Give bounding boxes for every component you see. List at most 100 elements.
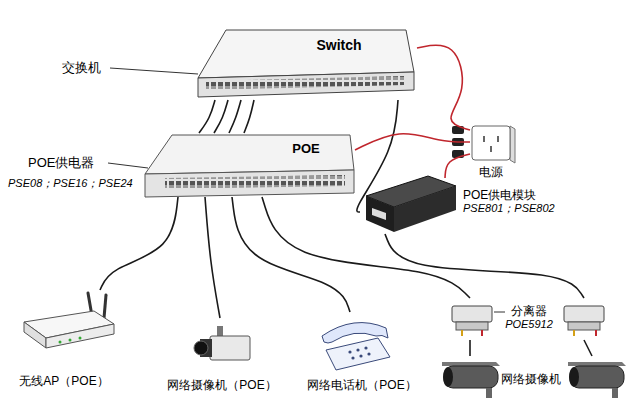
antenna xyxy=(104,295,106,318)
camera-body xyxy=(570,366,624,388)
device-name: 分离器 xyxy=(505,304,553,318)
camera-lens xyxy=(443,367,453,387)
outlet-side xyxy=(510,126,515,163)
device-label: 交换机 xyxy=(62,60,101,76)
camera-body xyxy=(210,336,250,360)
network-cable xyxy=(214,100,228,133)
phone-key xyxy=(364,346,367,349)
network-cable xyxy=(199,100,215,133)
phone-key xyxy=(367,352,370,355)
leader-line xyxy=(110,68,198,74)
ap-light xyxy=(69,339,72,342)
splitter-wire xyxy=(573,330,575,336)
splitter-wire xyxy=(481,330,483,336)
device-name: 电源 xyxy=(479,165,503,179)
device-name: Switch xyxy=(316,37,361,54)
splitter-terminal xyxy=(456,322,488,330)
device-name: 无线AP（POE） xyxy=(19,374,108,388)
camera-body xyxy=(444,366,498,388)
ap-light xyxy=(79,337,82,340)
label-holder: POE供电器 xyxy=(28,155,94,171)
text-block: 网络电话机（POE） xyxy=(307,378,416,392)
text-block: 网络摄像机 xyxy=(501,372,561,386)
poe-box-ports xyxy=(165,175,345,189)
network-cable xyxy=(100,197,178,290)
splitter-wire xyxy=(595,330,597,336)
label-holder: 交换机 xyxy=(62,60,101,76)
network-cable xyxy=(244,100,254,133)
network-cable xyxy=(262,197,470,298)
network-cable xyxy=(232,197,350,312)
ap-front xyxy=(46,324,114,348)
ap-light xyxy=(59,341,62,344)
label-holder: PSE08；PSE16；PSE24 xyxy=(8,177,133,190)
module-left xyxy=(366,196,394,232)
ap-left xyxy=(24,322,46,348)
wireless-ap: 无线AP（POE） xyxy=(12,290,122,396)
device-name: 网络电话机（POE） xyxy=(307,378,416,392)
socket-slot xyxy=(490,146,492,152)
switch-front xyxy=(198,72,414,97)
splitter-pair: 分离器POE5912 xyxy=(442,298,620,340)
power-cord xyxy=(355,134,470,150)
camera-hood xyxy=(442,362,500,366)
device-name: 网络摄像机 xyxy=(501,372,561,386)
text-block: 分离器POE5912 xyxy=(505,304,553,332)
model-number: POE5912 xyxy=(505,318,553,331)
network-cable xyxy=(584,340,592,356)
power-cord xyxy=(445,154,470,178)
module-port xyxy=(372,208,386,220)
text-block: 无线AP（POE） xyxy=(19,374,108,388)
switch-device: Switch xyxy=(195,28,417,100)
device-name: POE xyxy=(292,141,319,157)
device-name: POE供电模块 xyxy=(463,188,555,202)
text-block: Switch xyxy=(316,37,361,54)
poe-box-top xyxy=(145,135,354,174)
text-block: 电源 xyxy=(479,165,503,179)
device-name: 网络摄像机（POE） xyxy=(167,378,276,392)
switch-ports xyxy=(206,76,404,90)
poe-camera: 网络摄像机（POE） xyxy=(160,318,290,398)
camera-pair: 网络摄像机 xyxy=(438,356,634,402)
power-outlet-plate xyxy=(472,126,510,160)
splitter-wire xyxy=(461,330,463,336)
leader-line xyxy=(494,312,505,313)
camera-hood xyxy=(568,362,626,366)
network-cable xyxy=(357,100,398,212)
device-label: PSE08；PSE16；PSE24 xyxy=(8,177,133,190)
poe-injector-device: POE xyxy=(143,133,355,197)
model-number: PSE801；PSE802 xyxy=(463,202,555,215)
phone-key xyxy=(356,348,359,351)
switch-top xyxy=(198,30,414,78)
splitter-body xyxy=(564,306,604,322)
module-right xyxy=(394,186,456,232)
phone-key xyxy=(359,354,362,357)
splitter-terminal xyxy=(568,322,600,330)
socket-slot xyxy=(483,136,485,142)
network-cable xyxy=(205,197,220,318)
text-block: POE供电模块PSE801；PSE802 xyxy=(463,188,555,216)
text-block: POE xyxy=(292,141,319,157)
camera-lens xyxy=(194,341,208,355)
power-cord xyxy=(417,45,470,130)
camera-mount xyxy=(217,326,223,336)
socket-slot xyxy=(497,136,499,142)
device-label: POE供电器 xyxy=(28,155,94,171)
text-block: 网络摄像机（POE） xyxy=(167,378,276,392)
leader-line xyxy=(108,163,148,168)
poe-power-module: POE供电模块PSE801；PSE802 xyxy=(360,178,560,234)
camera-lens xyxy=(569,367,579,387)
camera-bracket xyxy=(612,388,618,398)
network-cable xyxy=(385,234,584,298)
phone-key xyxy=(351,356,354,359)
network-cable xyxy=(229,100,241,133)
ip-phone: 网络电话机（POE） xyxy=(300,312,430,398)
phone-key xyxy=(348,350,351,353)
power-outlet: 电源 xyxy=(470,124,514,188)
splitter-body xyxy=(452,306,492,322)
phone-handset xyxy=(322,323,388,343)
poe-box-front xyxy=(145,170,354,197)
phone-base xyxy=(326,338,390,370)
